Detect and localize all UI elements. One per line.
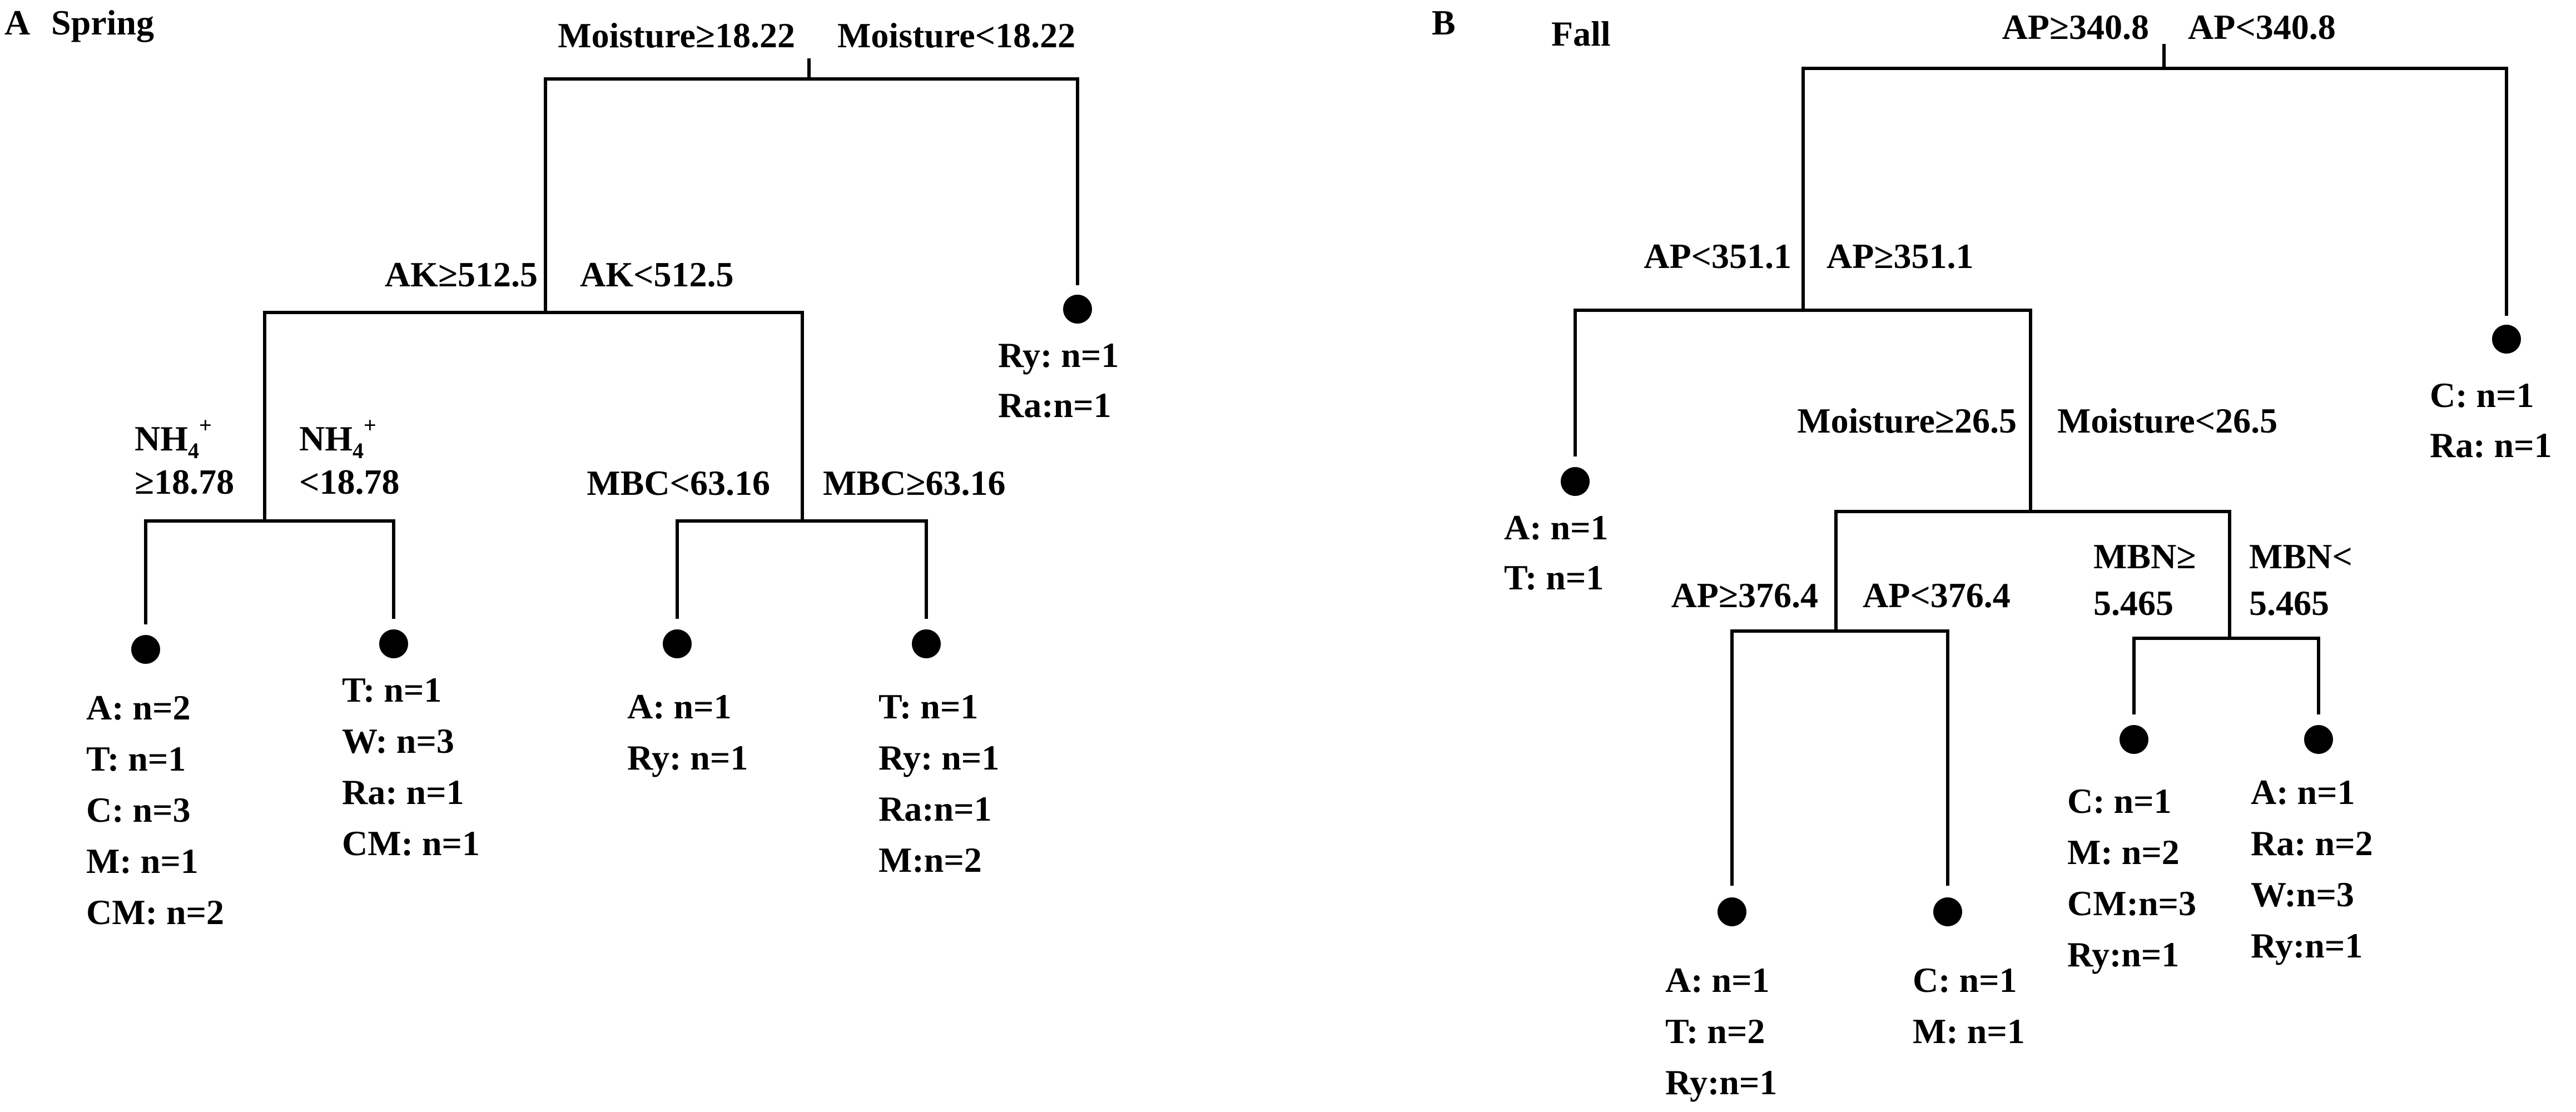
tree-edges-a [144,58,1079,624]
leaf-text-nh4-ge-2: C: n=3 [86,790,191,830]
split-label-ap351-lt: AP<351.1 [1644,236,1791,276]
leaf-nodes-a [131,295,1092,664]
leaf-text-ap-ge-1: T: n=2 [1665,1011,1765,1051]
panel-letter-a: A [4,3,30,42]
leaf-text-ap-ge-0: A: n=1 [1665,960,1770,1000]
leaf-texts-a: Ry: n=1 Ra:n=1 A: n=2 T: n=1 C: n=3 M: n… [86,335,1119,932]
split-label-moisture-lt-b: Moisture<26.5 [2057,401,2277,440]
split-label-nh4-ge-line2: ≥18.78 [135,462,234,502]
leaf-node-mbn-ge [2120,725,2148,754]
panel-letter-b: B [1432,3,1456,42]
leaf-text-mbn-lt-1: Ra: n=2 [2251,823,2373,863]
split-label-ap340-lt: AP<340.8 [2188,7,2336,47]
leaf-node-mbc-lt [663,629,692,658]
panel-a: A Spring [4,3,1119,932]
leaf-node-c-ra [2492,325,2521,354]
leaf-texts-b: C: n=1 Ra: n=1 A: n=1 T: n=1 A: n=1 T: n… [1504,375,2552,1102]
leaf-text-mbn-lt-0: A: n=1 [2251,772,2355,812]
split-label-nh4-ge-line1: NH4+ [135,413,212,463]
leaf-text-ry-ra-1: Ra:n=1 [998,385,1111,425]
leaf-text-c-ra-1: Ra: n=1 [2430,425,2552,465]
leaf-text-nh4-lt-0: T: n=1 [342,670,441,709]
split-label-mbn-lt-line2: 5.465 [2249,583,2329,623]
leaf-node-ap-lt [1933,897,1962,926]
split-label-moisture-ge: Moisture≥18.22 [558,16,795,55]
split-label-mbn-ge-line1: MBN≥ [2093,537,2196,576]
leaf-text-ap-lt-0: C: n=1 [1913,960,2017,1000]
leaf-text-ap-ge-2: Ry:n=1 [1665,1063,1777,1102]
split-label-mbn-ge-line2: 5.465 [2093,583,2173,623]
tree-edges-b [1574,44,2508,886]
leaf-text-mbn-lt-3: Ry:n=1 [2251,926,2362,965]
split-label-ak-ge: AK≥512.5 [385,255,538,294]
split-label-mbn-lt-line1: MBN< [2249,537,2352,576]
split-labels-b: AP≥340.8 AP<340.8 AP<351.1 AP≥351.1 Mois… [1644,7,2352,623]
leaf-node-ry-ra [1063,295,1092,324]
split-label-ap376-lt: AP<376.4 [1863,575,2011,615]
leaf-node-ap-ge [1718,897,1746,926]
split-labels-a: Moisture≥18.22 Moisture<18.22 AK≥512.5 A… [135,16,1075,503]
leaf-text-mbn-ge-2: CM:n=3 [2067,883,2196,923]
split-label-moisture-ge-b: Moisture≥26.5 [1797,401,2017,440]
split-label-ap351-ge: AP≥351.1 [1826,236,1973,276]
split-label-mbc-lt: MBC<63.16 [587,463,770,503]
leaf-text-nh4-lt-3: CM: n=1 [342,823,480,863]
split-label-ak-lt: AK<512.5 [580,255,733,294]
split-label-ap340-ge: AP≥340.8 [2002,7,2149,47]
leaf-text-mbn-ge-3: Ry:n=1 [2067,935,2179,974]
leaf-text-nh4-ge-4: CM: n=2 [86,892,224,932]
split-label-moisture-lt: Moisture<18.22 [837,16,1075,55]
split-label-mbc-ge: MBC≥63.16 [823,463,1005,503]
leaf-text-mbn-ge-1: M: n=2 [2067,832,2180,872]
leaf-text-mbc-ge-3: M:n=2 [878,840,982,880]
leaf-text-mbc-ge-1: Ry: n=1 [878,738,999,777]
leaf-text-a-t-0: A: n=1 [1504,508,1609,547]
leaf-node-mbn-lt [2304,725,2333,754]
leaf-text-nh4-ge-3: M: n=1 [86,841,198,881]
leaf-node-nh4-lt [379,629,408,658]
leaf-node-a-t [1561,467,1590,496]
leaf-nodes-b [1561,325,2521,926]
leaf-text-nh4-lt-2: Ra: n=1 [342,772,464,812]
leaf-text-mbc-ge-2: Ra:n=1 [878,789,992,828]
leaf-text-mbn-lt-2: W:n=3 [2251,875,2354,914]
panel-b: B Fall [1432,3,2552,1102]
leaf-text-mbc-lt-0: A: n=1 [627,687,732,726]
leaf-text-mbc-ge-0: T: n=1 [878,687,978,726]
leaf-text-nh4-ge-1: T: n=1 [86,739,186,778]
leaf-text-ry-ra-0: Ry: n=1 [998,335,1119,375]
split-label-nh4-lt-line2: <18.78 [299,462,399,502]
leaf-text-nh4-ge-0: A: n=2 [86,688,191,727]
split-label-nh4-lt-line1: NH4+ [299,413,376,463]
leaf-text-c-ra-0: C: n=1 [2430,375,2534,415]
panel-title-spring: Spring [51,3,154,42]
leaf-text-nh4-lt-1: W: n=3 [342,721,454,761]
panel-title-fall: Fall [1551,14,1611,53]
leaf-text-mbn-ge-0: C: n=1 [2067,781,2172,821]
leaf-text-a-t-1: T: n=1 [1504,558,1604,597]
leaf-node-nh4-ge [131,635,160,664]
leaf-node-mbc-ge [912,629,941,658]
split-label-ap376-ge: AP≥376.4 [1671,575,1818,615]
leaf-text-mbc-lt-1: Ry: n=1 [627,738,748,777]
leaf-text-ap-lt-1: M: n=1 [1913,1011,2025,1051]
